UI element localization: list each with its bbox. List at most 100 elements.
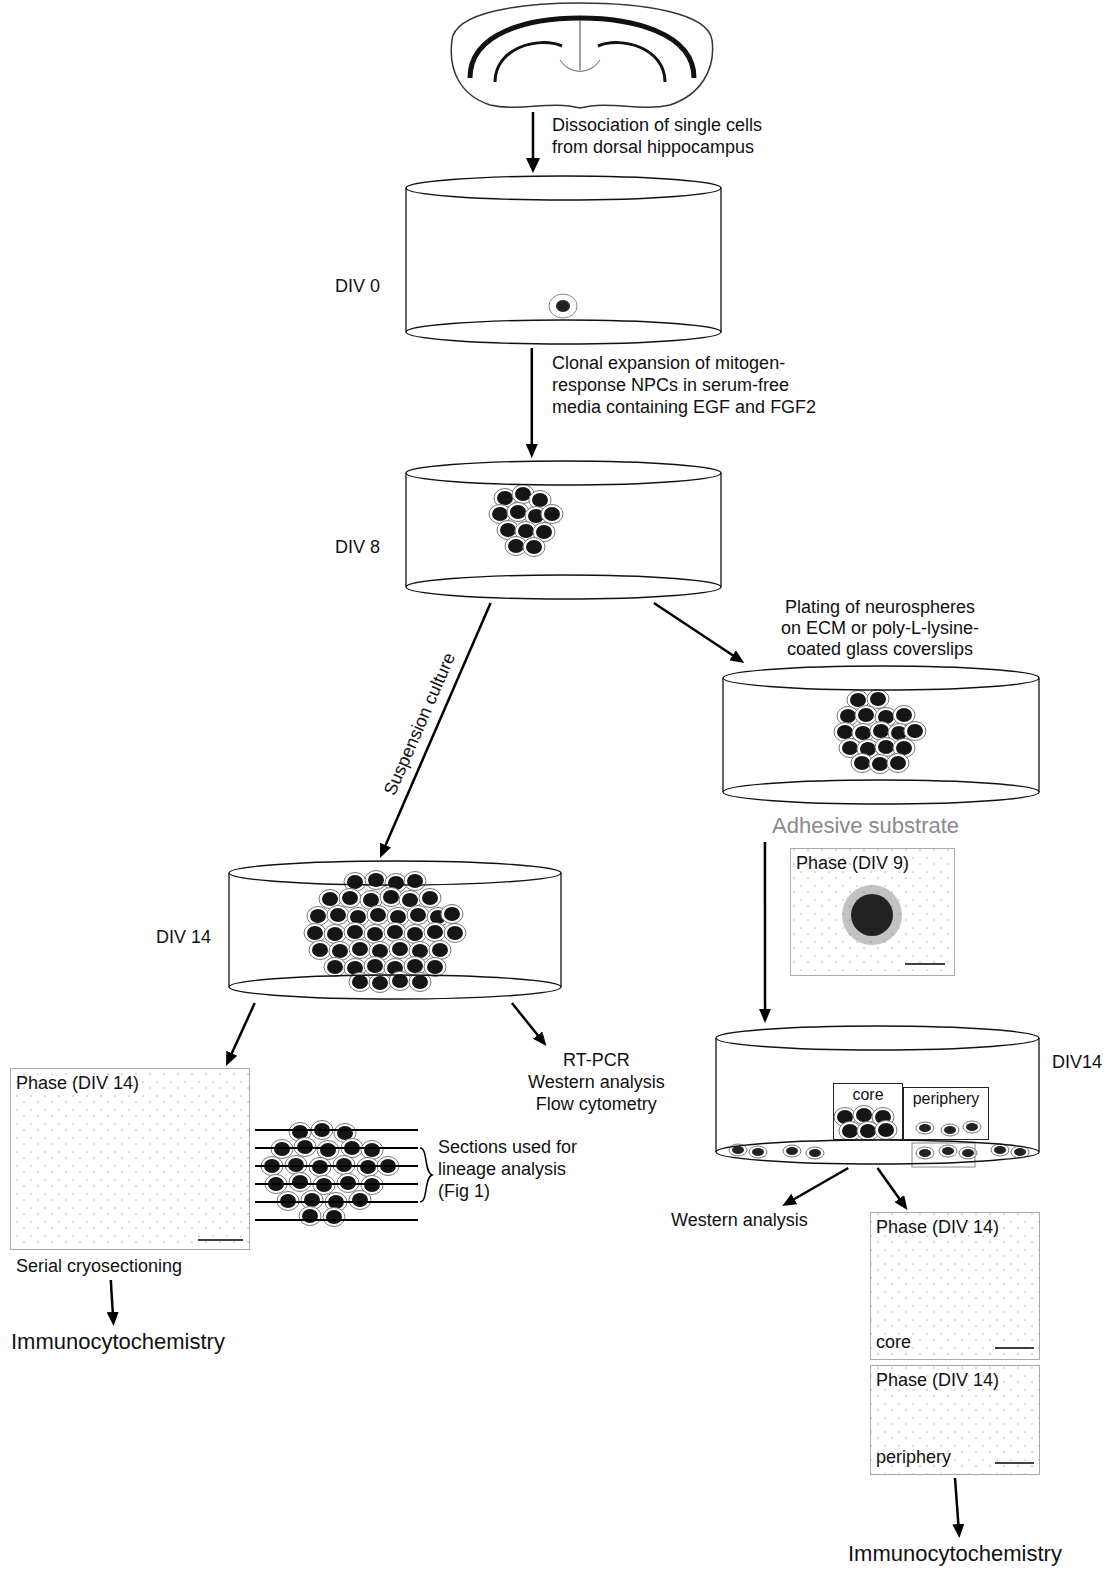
cell (361, 1141, 383, 1160)
cell (867, 690, 889, 709)
dish-wall (405, 473, 406, 587)
cell (556, 300, 570, 312)
cell (404, 925, 426, 944)
flat-cell (916, 1122, 934, 1134)
cell (324, 958, 346, 977)
node-text: Serial cryosectioning (16, 1255, 182, 1277)
flow-arrow (229, 1003, 254, 1059)
cell (429, 941, 451, 960)
scale-bar (995, 1347, 1034, 1349)
region-box: core (833, 1083, 903, 1140)
section-line (255, 1201, 418, 1203)
cell (344, 923, 366, 942)
method-text: Western analysis (668, 1208, 811, 1232)
flat-cell (939, 1145, 957, 1157)
flow-arrow (878, 1168, 903, 1203)
flat-cell (1011, 1146, 1029, 1158)
cell (367, 906, 389, 925)
dish-outline (228, 860, 562, 1000)
note-label: Dissociation of single cells from dorsal… (552, 114, 787, 158)
flat-cell (941, 1124, 959, 1136)
culture-dish: Adhesive substrate (722, 665, 1040, 805)
culture-dish: DIV 8 (405, 460, 722, 600)
flat-cell (916, 1147, 934, 1159)
dish-base (406, 575, 721, 599)
flow-arrow (955, 1478, 959, 1530)
flow-arrow (383, 603, 490, 851)
section-line (255, 1219, 418, 1221)
phase-image-box: Phase (DIV 9) (790, 848, 955, 976)
dish-rim (406, 461, 721, 485)
dish-outline (405, 460, 722, 600)
flat-cell (783, 1145, 801, 1157)
flow-arrow-head (526, 158, 540, 173)
region-box: periphery (903, 1087, 989, 1140)
cell (389, 940, 411, 959)
dish-wall (720, 188, 721, 332)
cell (887, 754, 909, 773)
phase-image (10, 1068, 250, 1250)
corpus-callosum (470, 18, 694, 78)
section-line (255, 1129, 418, 1131)
midline (580, 20, 581, 70)
cell (369, 974, 391, 993)
cell (304, 924, 326, 943)
flow-arrow (789, 1168, 848, 1202)
node-text: Phase (DIV 9) (796, 852, 909, 874)
flat-cell (959, 1147, 977, 1159)
edge-label: Clonal expansion of mitogen-response NPC… (552, 352, 827, 418)
node-text: Western analysis (528, 1071, 665, 1093)
dish-rim (229, 861, 561, 885)
node-text: core (876, 1331, 911, 1353)
cell (380, 888, 402, 907)
dish-base (723, 780, 1039, 804)
dish-base (716, 1140, 1039, 1164)
node-text: DIV 0 (335, 275, 380, 297)
section-line (255, 1183, 418, 1185)
node-text: Phase (DIV 14) (16, 1072, 139, 1094)
cell (875, 1121, 897, 1140)
node-text: DIV 14 (156, 926, 211, 948)
dish-wall (228, 873, 229, 987)
method-list: RT-PCRWestern analysisFlow cytometry (525, 1048, 668, 1116)
neurosphere-halo (842, 885, 902, 945)
cell (364, 957, 386, 976)
phase-image-box: Phase (DIV 14) core (870, 1212, 1040, 1360)
ventricle (560, 60, 600, 71)
flat-cell (963, 1121, 981, 1133)
dish-rim (716, 1026, 1039, 1050)
node-text: Immunocytochemistry (11, 1329, 225, 1355)
brace (420, 1148, 432, 1202)
flow-arrow-line (532, 112, 535, 160)
flat-cell (991, 1144, 1009, 1156)
flat-cell (749, 1146, 767, 1158)
note-label: Sections used for lineage analysis (Fig … (438, 1136, 588, 1202)
method-text: Immunocytochemistry (8, 1328, 228, 1356)
node-text: Flow cytometry (528, 1093, 665, 1115)
cell (444, 924, 466, 943)
node-text: periphery (876, 1446, 951, 1468)
cell (349, 940, 371, 959)
phase-image (870, 1365, 1040, 1475)
dish-wall (715, 1038, 716, 1152)
cell (523, 538, 545, 557)
dish-wall (560, 873, 561, 987)
node-text: DIV 8 (335, 536, 380, 558)
cell (365, 871, 387, 890)
cell (364, 925, 386, 944)
cell (424, 958, 446, 977)
phase-image (790, 848, 955, 976)
method-text: Immunocytochemistry (845, 1540, 1065, 1568)
cell (904, 722, 926, 741)
node-text: Western analysis (671, 1209, 808, 1231)
section-line (255, 1165, 418, 1167)
node-text: Phase (DIV 14) (876, 1369, 999, 1391)
hippocampus (598, 43, 665, 82)
cell (309, 941, 331, 960)
node-text: Immunocytochemistry (848, 1541, 1062, 1567)
cell (349, 1191, 371, 1210)
node-text: Adhesive substrate (772, 813, 959, 839)
node-text: Phase (DIV 14) (876, 1216, 999, 1238)
cell (419, 889, 441, 908)
cell (289, 1173, 311, 1192)
